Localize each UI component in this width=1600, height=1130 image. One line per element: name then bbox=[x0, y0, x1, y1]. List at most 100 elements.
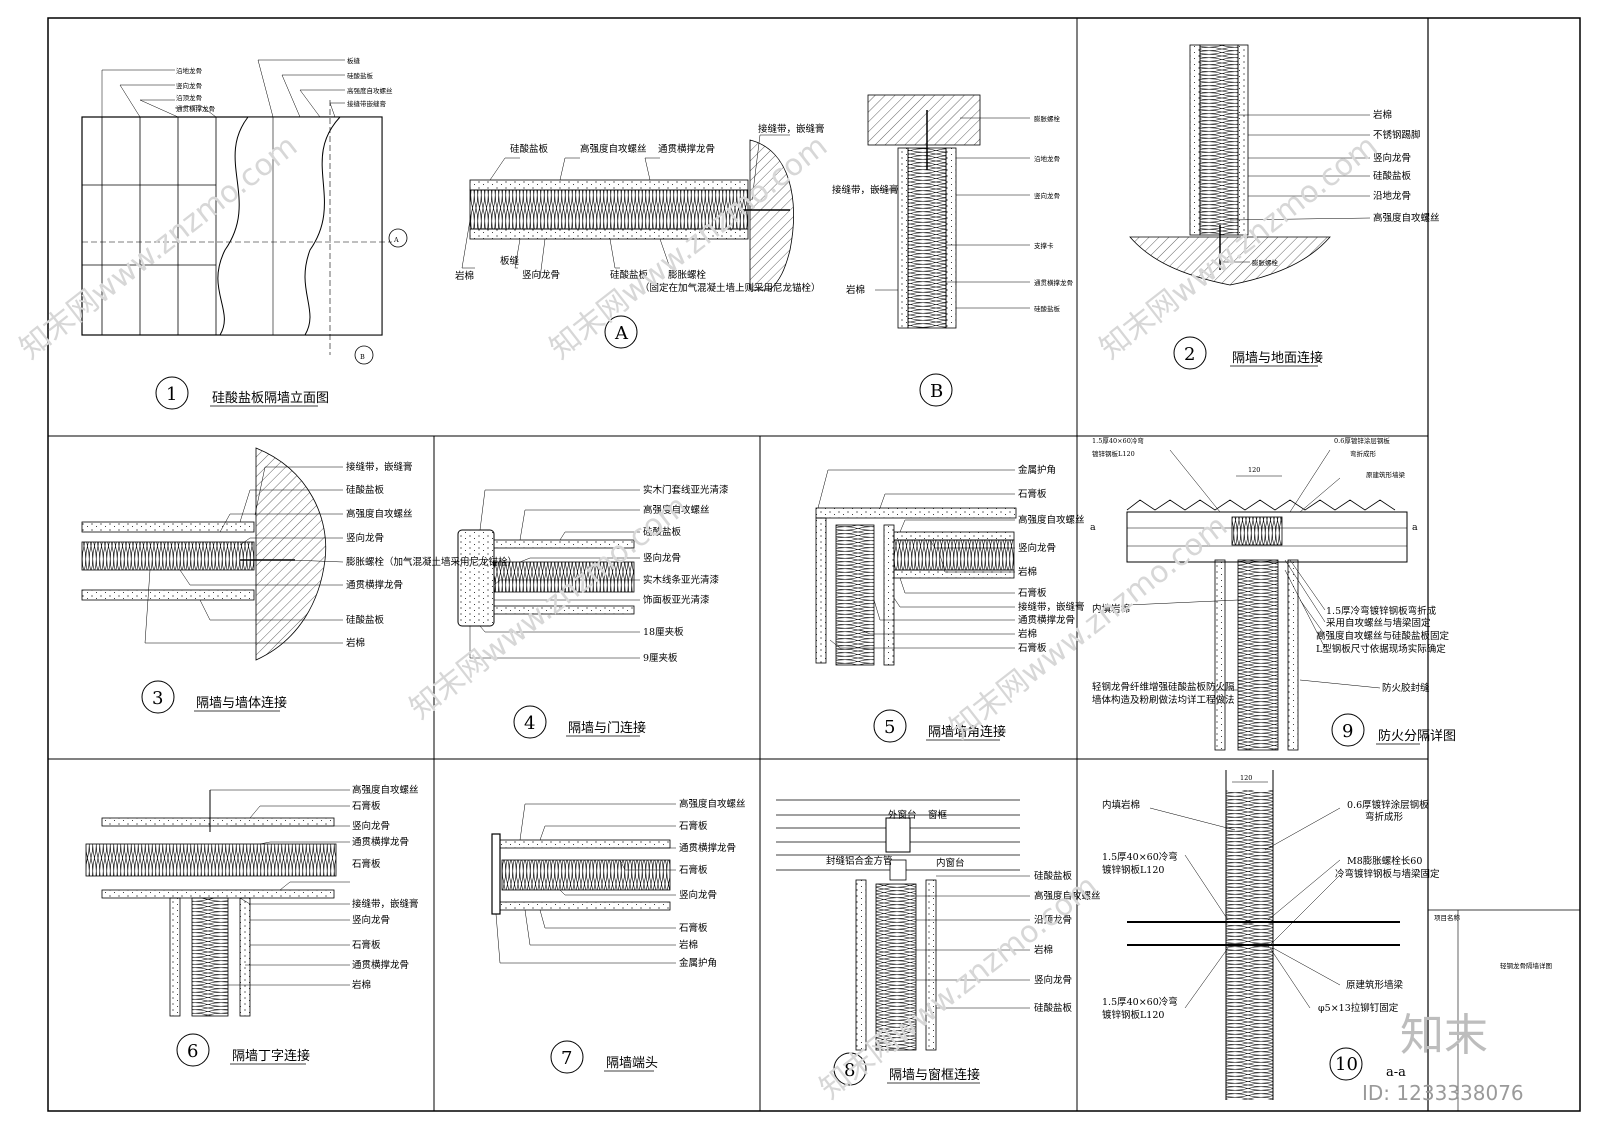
detail-9-label: a bbox=[1090, 522, 1096, 533]
detail-10-title: a-a bbox=[1386, 1065, 1406, 1080]
detail-8-label: 内窗台 bbox=[936, 857, 965, 869]
detail-3-number: 3 bbox=[152, 688, 163, 709]
detail-7-end: 高强度自攻螺丝 石膏板 通贯横撑龙骨 石膏板 竖向龙骨 石膏板 岩棉 金属护角 … bbox=[491, 798, 746, 1074]
detail-9-label: 原建筑形墙梁 bbox=[1366, 470, 1406, 479]
detail-8-window: 外窗台 窗框 封缝铝合金方管 内窗台 硅酸盐板 高强度自攻螺丝 沿顶龙骨 岩棉 … bbox=[776, 799, 1101, 1086]
detail-5-label: 高强度自攻螺丝 bbox=[1018, 514, 1085, 526]
detail-1-number-circle bbox=[155, 376, 189, 410]
detail-7-label: 石膏板 bbox=[679, 922, 708, 934]
detail-7-label: 石膏板 bbox=[679, 864, 708, 876]
detail-9-label: 镀锌钢板L120 bbox=[1092, 449, 1135, 458]
detail-6-label: 岩棉 bbox=[352, 979, 371, 991]
detail-a-number: A bbox=[614, 323, 629, 344]
detail-6-label: 通贯横撑龙骨 bbox=[352, 959, 409, 971]
detail-b-label: 通贯横撑龙骨 bbox=[1034, 278, 1073, 287]
detail-9-fire: 120 a a 1.5厚40×60冷弯 镀锌钢板L120 0.6厚镀锌涂层钢板 … bbox=[1090, 436, 1456, 751]
detail-6-number-circle bbox=[176, 1033, 210, 1067]
detail-2-floor: 岩棉 不锈钢踢脚 竖向龙骨 硅酸盐板 沿地龙骨 高强度自攻螺丝 膨胀螺栓 2 隔… bbox=[1129, 44, 1440, 370]
brand-logo-text: 知末 bbox=[1400, 1010, 1488, 1061]
sheet-border bbox=[47, 17, 1581, 1112]
image-id-text: ID: 1233338076 bbox=[1362, 1081, 1524, 1105]
detail-7-label: 石膏板 bbox=[679, 820, 708, 832]
detail-a-label: 岩棉 bbox=[455, 270, 474, 282]
detail-9-label: 120 bbox=[1248, 466, 1260, 474]
detail-a-label: （固定在加气混凝土墙上则采用尼龙锚栓） bbox=[640, 282, 821, 294]
detail-b-label: 膨胀螺栓 bbox=[1034, 114, 1061, 123]
detail-a-label: 板缝 bbox=[500, 255, 520, 267]
detail-1-label: 硅酸盐板 bbox=[347, 71, 374, 80]
detail-9-label: 轻钢龙骨纤维增强硅酸盐板防火隔 bbox=[1092, 681, 1235, 693]
detail-9-label: 墙体构造及粉刷做法均详工程做法 bbox=[1092, 694, 1235, 706]
detail-b-section: 膨胀螺栓 沿地龙骨 竖向龙骨 支撑卡 通贯横撑龙骨 硅酸盐板 接缝带，嵌缝膏 岩… bbox=[832, 94, 1073, 407]
detail-5-number-circle bbox=[873, 709, 907, 743]
detail-3-title: 隔墙与墙体连接 bbox=[196, 695, 287, 711]
detail-7-label: 高强度自攻螺丝 bbox=[679, 798, 746, 810]
detail-7-label: 金属护角 bbox=[679, 957, 717, 969]
detail-3-label: 接缝带，嵌缝膏 bbox=[346, 461, 413, 473]
detail-9-number-circle bbox=[1331, 713, 1365, 747]
detail-9-label: 采用自攻螺丝与墙梁固定 bbox=[1326, 617, 1431, 629]
detail-9-label: 1.5厚40×60冷弯 bbox=[1092, 436, 1144, 445]
detail-3-label: 硅酸盐板 bbox=[346, 614, 385, 626]
detail-a-label: 高强度自攻螺丝 bbox=[580, 143, 647, 155]
detail-a-section: 硅酸盐板 高强度自攻螺丝 通贯横撑龙骨 接缝带，嵌缝膏 岩棉 板缝 竖向龙骨 硅… bbox=[455, 123, 825, 349]
detail-5-label: 接缝带，嵌缝膏 bbox=[1018, 601, 1085, 613]
detail-a-label: 接缝带，嵌缝膏 bbox=[758, 123, 825, 135]
detail-1-label: 接缝带嵌缝膏 bbox=[347, 99, 387, 108]
detail-3-label: 岩棉 bbox=[346, 637, 365, 649]
detail-1-label: 竖向龙骨 bbox=[176, 81, 202, 90]
detail-7-number: 7 bbox=[561, 1048, 572, 1069]
detail-9-label: 内填岩棉 bbox=[1092, 603, 1130, 615]
detail-9-label: 0.6厚镀锌涂层钢板 bbox=[1334, 436, 1390, 445]
detail-6-label: 高强度自攻螺丝 bbox=[352, 784, 419, 796]
detail-5-label: 石膏板 bbox=[1018, 488, 1047, 500]
detail-10-label: 1.5厚40×60冷弯 bbox=[1102, 851, 1178, 863]
detail-b-label: 岩棉 bbox=[846, 284, 865, 296]
detail-b-label: 硅酸盐板 bbox=[1034, 304, 1061, 313]
detail-4-number-circle bbox=[513, 705, 547, 739]
detail-4-title: 隔墙与门连接 bbox=[568, 720, 646, 736]
detail-10-label: 1.5厚40×60冷弯 bbox=[1102, 996, 1178, 1008]
detail-2-label: 膨胀螺栓 bbox=[1252, 258, 1279, 267]
detail-9-label: L型钢板尺寸依据现场实际确定 bbox=[1316, 643, 1446, 655]
detail-8-number: 8 bbox=[844, 1060, 855, 1081]
detail-5-label: 岩棉 bbox=[1018, 566, 1037, 578]
detail-10-label: 120 bbox=[1240, 774, 1252, 782]
detail-2-label: 沿地龙骨 bbox=[1373, 190, 1411, 202]
detail-4-number: 4 bbox=[524, 713, 535, 734]
detail-3-label: 硅酸盐板 bbox=[346, 484, 385, 496]
detail-2-title: 隔墙与地面连接 bbox=[1232, 350, 1323, 366]
detail-1-elevation: A B 沿地龙骨 竖向龙骨 沿顶龙骨 通贯横撑龙骨 板缝 硅酸盐板 高强度自攻螺… bbox=[81, 56, 408, 410]
detail-5-corner: 金属护角 石膏板 高强度自攻螺丝 竖向龙骨 岩棉 石膏板 接缝带，嵌缝膏 通贯横… bbox=[815, 464, 1085, 743]
detail-10-aa: 120 内填岩棉 0.6厚镀锌涂层钢板 弯折成形 1.5厚40×60冷弯 镀锌钢… bbox=[1102, 770, 1440, 1100]
detail-5-title: 隔墙墙角连接 bbox=[928, 724, 1006, 740]
detail-6-number: 6 bbox=[187, 1041, 198, 1062]
detail-9-label: 弯折成形 bbox=[1350, 449, 1377, 458]
detail-8-label: 沿顶龙骨 bbox=[1034, 914, 1072, 926]
detail-3-number-circle bbox=[141, 680, 175, 714]
drawing-title-label: 轻钢龙骨隔墙详图 bbox=[1500, 961, 1552, 970]
detail-7-number-circle bbox=[550, 1040, 584, 1074]
detail-6-label: 石膏板 bbox=[352, 939, 381, 951]
detail-6-tee: 高强度自攻螺丝 石膏板 竖向龙骨 通贯横撑龙骨 石膏板 接缝带，嵌缝膏 竖向龙骨… bbox=[85, 784, 419, 1067]
detail-6-label: 石膏板 bbox=[352, 800, 381, 812]
detail-4-label: 竖向龙骨 bbox=[643, 552, 681, 564]
detail-9-label: 1.5厚冷弯镀锌钢板弯折成 bbox=[1326, 605, 1437, 617]
detail-1-title: 硅酸盐板隔墙立面图 bbox=[212, 391, 329, 406]
detail-a-label: 竖向龙骨 bbox=[522, 269, 560, 281]
detail-4-label: 高强度自攻螺丝 bbox=[643, 504, 710, 516]
detail-a-number-circle bbox=[604, 315, 638, 349]
detail-b-label: 竖向龙骨 bbox=[1034, 191, 1060, 200]
detail-a-label: 硅酸盐板 bbox=[510, 143, 549, 155]
detail-9-label: 高强度自攻螺丝与硅酸盐板固定 bbox=[1316, 630, 1450, 642]
detail-7-label: 岩棉 bbox=[679, 939, 698, 951]
project-name-label: 项目名称 bbox=[1434, 913, 1461, 922]
detail-10-label: 镀锌钢板L120 bbox=[1102, 1009, 1164, 1021]
detail-2-number: 2 bbox=[1184, 344, 1195, 365]
detail-2-label: 硅酸盐板 bbox=[1373, 170, 1412, 182]
detail-6-label: 竖向龙骨 bbox=[352, 914, 390, 926]
detail-5-label: 岩棉 bbox=[1018, 628, 1037, 640]
detail-2-label: 竖向龙骨 bbox=[1373, 152, 1411, 164]
detail-b-label: 接缝带，嵌缝膏 bbox=[832, 184, 899, 196]
